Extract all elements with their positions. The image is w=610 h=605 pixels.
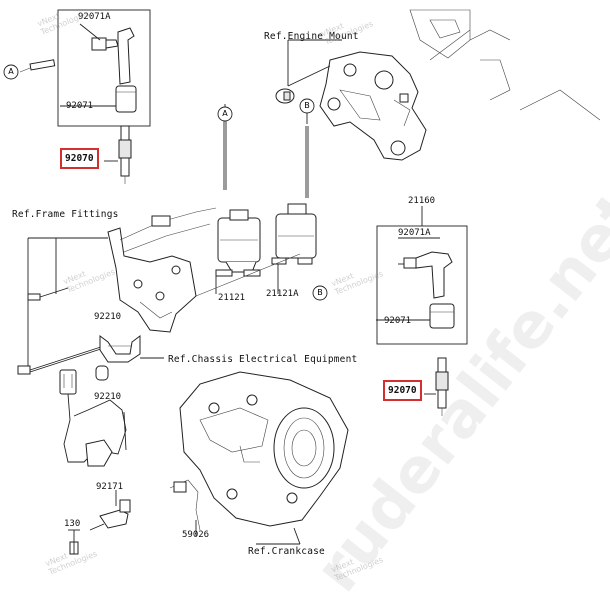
part-21121a-label: 21121A xyxy=(266,289,299,299)
part-21160-label: 21160 xyxy=(408,196,436,206)
bolt-130-icon xyxy=(69,530,79,555)
part-92210-b-label: 92210 xyxy=(94,392,122,402)
frame-fittings-bracket-icon xyxy=(107,207,217,333)
callout-a-lead-circle xyxy=(217,106,233,122)
parts-diagram xyxy=(3,9,601,555)
spark-plug-top-icon xyxy=(118,125,132,184)
callout-b-lead: B xyxy=(304,101,310,110)
part-92071-top-label: 92071 xyxy=(66,101,94,111)
callout-b-right: B xyxy=(317,288,323,297)
callout-b-right-circle xyxy=(312,285,328,301)
plug-cap-box-top xyxy=(57,9,151,127)
part-92070-top-highlight[interactable]: 92070 xyxy=(60,148,99,169)
sensor-harness-icon xyxy=(59,369,127,467)
pickup-sensor-icon xyxy=(89,499,131,531)
frame-icon xyxy=(409,9,601,121)
part-21121-label: 21121 xyxy=(218,293,246,303)
crankcase-icon xyxy=(169,371,349,531)
ref-chassis-electrical-label: Ref.Chassis Electrical Equipment xyxy=(168,354,358,365)
part-92070-right-highlight[interactable]: 92070 xyxy=(383,380,422,401)
part-92171-label: 92171 xyxy=(96,482,124,492)
callout-a-lead: A xyxy=(222,109,228,118)
ignition-coil-rear-icon xyxy=(271,203,317,265)
callout-a-top: A xyxy=(8,67,14,76)
part-59026-label: 59026 xyxy=(182,530,210,540)
part-130-label: 130 xyxy=(64,519,81,529)
pin-a-top-icon xyxy=(19,59,56,73)
part-92071a-right-label: 92071A xyxy=(398,228,431,238)
ref-engine-mount-label: Ref.Engine Mount xyxy=(264,31,359,42)
bolt-long-icon xyxy=(17,343,111,375)
engine-mount-icon xyxy=(319,51,427,161)
clamp-icon xyxy=(99,335,141,363)
ref-crankcase-label: Ref.Crankcase xyxy=(248,546,325,557)
bolt-small-icon xyxy=(27,287,69,301)
ignition-coil-front-icon xyxy=(215,209,261,277)
part-92071a-top-label: 92071A xyxy=(78,12,111,22)
callout-b-lead-circle xyxy=(299,98,315,114)
callout-a-top-circle xyxy=(3,64,19,80)
plug-cap-right-icon xyxy=(398,251,455,329)
plug-cap-top-icon xyxy=(91,27,137,113)
grommet-icon xyxy=(95,365,109,381)
spark-plug-right-icon xyxy=(435,357,449,416)
part-92210-a-label: 92210 xyxy=(94,312,122,322)
ref-frame-fittings-label: Ref.Frame Fittings xyxy=(12,209,119,220)
part-92071-right-label: 92071 xyxy=(384,316,412,326)
